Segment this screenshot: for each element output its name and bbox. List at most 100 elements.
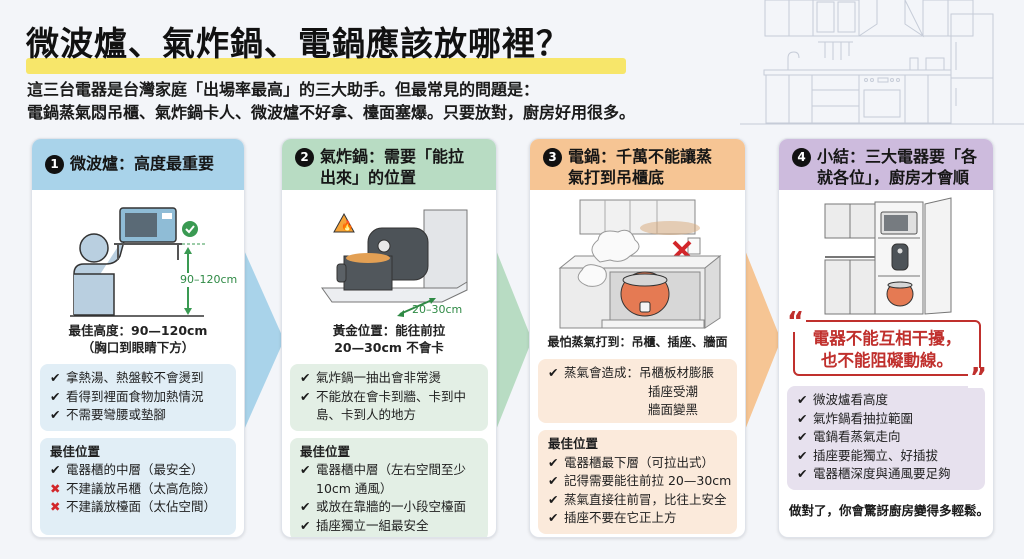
check-icon: ✔ [50, 407, 61, 422]
position-item: ✔ 插座獨立一組最安全 [300, 517, 480, 536]
caption-line: 黃金位置：能往前拉 [332, 323, 446, 338]
summary-item: ✔ 電鍋看蒸氣走向 [797, 428, 977, 447]
benefits-box: ✔ 氣炸鍋一抽出會非常燙 ✔不能放在會卡到牆、卡到中 島、卡到人的地方 [290, 364, 488, 431]
effect-item: ✔蒸氣會造成：吊櫃板材膨脹 [548, 364, 729, 383]
cross-icon: ✖ [50, 499, 61, 514]
arrow-icon [244, 250, 284, 430]
check-icon: ✔ [797, 392, 808, 407]
position-item: ✔ 電器櫃中層（左右空間至少 [300, 461, 480, 480]
item-text: 拿熱湯、熱盤較不會燙到 [66, 370, 204, 385]
air-fryer-icon: 🔥 [321, 209, 468, 317]
item-text: 或放在靠牆的一小段空檯面 [316, 499, 467, 514]
check-icon: ✔ [50, 462, 61, 477]
item-text: 插座不要在它正上方 [564, 510, 677, 525]
effect-item-continued: 插座受潮 [648, 383, 699, 399]
position-item: ✔ 記得需要能往前拉 20—30cm [548, 472, 732, 491]
position-item: ✖不建議放檯面（太佔空間） [50, 498, 228, 517]
item-text: 氣炸鍋看抽拉範圍 [813, 410, 914, 426]
check-icon: ✔ [548, 454, 559, 470]
item-text: 電器櫃最下層（可拉出式） [564, 454, 715, 470]
open-quote-icon: “ [785, 307, 807, 337]
appliance-cabinet-icon [824, 197, 952, 315]
item-text: 插座要能獨立、好插拔 [813, 447, 939, 463]
item-text: 看得到裡面食物加熱情況 [66, 388, 204, 404]
check-icon: ✔ [797, 466, 808, 481]
item-text: 蒸氣直接往前冒，比往上安全 [564, 491, 727, 507]
item-text: 電器櫃深度與通風要足夠 [813, 466, 951, 481]
best-position-heading: 最佳位置 [50, 443, 101, 459]
benefit-item: ✔ 看得到裡面食物加熱情況 [50, 388, 228, 407]
check-icon: ✔ [797, 410, 808, 426]
summary-item: ✔ 微波爐看高度 [797, 391, 977, 410]
rice-cooker-illustration [530, 190, 745, 340]
card-title-line-2: 就各位」，廚房才會順 [817, 168, 970, 187]
step-number-badge: 3 [543, 148, 562, 167]
check-icon: ✔ [548, 473, 559, 488]
summary-item: ✔ 電器櫃深度與通風要足夠 [797, 465, 977, 484]
appliance-cabinet-illustration [779, 190, 993, 320]
closing-note: 做對了，你會驚訝廚房變得多輕鬆。 [789, 502, 990, 518]
kitchen-sketch-icon [740, 0, 1024, 125]
check-icon: ✔ [548, 491, 559, 507]
intro-line-2: 電鍋蒸氣悶吊櫃、氣炸鍋卡人、微波爐不好拿、檯面塞爆。只要放對，廚房好用很多。 [27, 103, 636, 122]
benefit-item: ✔ 氣炸鍋一抽出會非常燙 [300, 369, 480, 388]
position-item: ✔ 電器櫃的中層（最安全） [50, 461, 228, 480]
title-highlight [26, 58, 626, 74]
arrow-icon [496, 250, 532, 430]
quote-line: 也不能阻礙動線。 [821, 351, 953, 370]
best-position-heading: 最佳位置 [300, 443, 351, 459]
card-title: 小結：三大電器要「各 [817, 147, 978, 166]
summary-item: ✔插座要能獨立、好插拔 [797, 447, 977, 466]
caption-line: 20—30cm 不會卡 [334, 340, 444, 355]
card-title: 微波爐：高度最重要 [70, 154, 215, 173]
card-title-line-2: 氣打到吊櫃底 [568, 168, 665, 187]
item-text: 記得需要能往前拉 20—30cm [564, 473, 732, 488]
check-icon: ✔ [300, 370, 311, 385]
check-icon: ✔ [548, 510, 559, 525]
check-icon: ✔ [50, 388, 61, 404]
position-item-continued: 10cm 通風） [316, 480, 393, 496]
title-block: 微波爐、氣炸鍋、電鍋應該放哪裡？ [26, 22, 626, 74]
benefit-item: ✔不能放在會卡到牆、卡到中 [300, 388, 480, 407]
item-text: 插座獨立一組最安全 [316, 517, 429, 533]
card-caption: 黃金位置：能往前拉 20—30cm 不會卡 [282, 322, 496, 356]
item-text: 電器櫃的中層（最安全） [66, 462, 204, 477]
microwave-height-illustration: 90–120cm [32, 190, 244, 322]
key-message-quote: “ 電器不能互相干擾， 也不能阻礙動線。 ” [785, 309, 989, 391]
item-text: 微波爐看高度 [813, 392, 889, 407]
benefit-item-continued: 島、卡到人的地方 [316, 407, 417, 422]
position-item: ✔或放在靠牆的一小段空檯面 [300, 498, 480, 517]
check-icon: ✔ [797, 429, 808, 444]
summary-item: ✔ 氣炸鍋看抽拉範圍 [797, 410, 977, 429]
benefit-item: ✔不需要彎腰或墊腳 [50, 406, 228, 425]
quote-line: 電器不能互相干擾， [812, 329, 962, 348]
item-text: 電鍋看蒸氣走向 [813, 429, 901, 444]
check-icon: ✔ [300, 517, 311, 533]
caption-line: （胸口到眼睛下方） [81, 340, 195, 355]
summary-box: ✔微波爐看高度 ✔氣炸鍋看抽拉範圍 ✔電鍋看蒸氣走向 ✔插座要能獨立、好插拔 ✔… [787, 386, 985, 490]
height-measure-label: 90–120cm [180, 273, 238, 286]
intro-line-1: 這三台電器是台灣家庭「出場率最高」的三大助手。但最常見的問題是： [27, 80, 540, 99]
check-icon: ✔ [300, 462, 311, 477]
item-text: 電器櫃中層（左右空間至少 [316, 462, 467, 477]
benefits-box: ✔ 拿熱湯、熱盤較不會燙到 ✔ 看得到裡面食物加熱情況 ✔不需要彎腰或墊腳 [40, 364, 236, 431]
item-text: 不能放在會卡到牆、卡到中 [316, 388, 467, 404]
best-position-heading: 最佳位置 [548, 436, 599, 451]
position-item: ✔ 電器櫃最下層（可拉出式） [548, 454, 729, 473]
air-fryer-illustration: 🔥 20–30cm [282, 190, 496, 322]
position-item: ✖不建議放吊櫃（太高危險） [50, 480, 228, 499]
item-text: 不建議放吊櫃（太高危險） [66, 480, 217, 496]
person-microwave-icon [70, 207, 237, 317]
item-text: 氣炸鍋一抽出會非常燙 [316, 370, 442, 385]
card-title: 電鍋：千萬不能讓蒸 [568, 147, 713, 166]
position-item: ✔ 蒸氣直接往前冒，比往上安全 [548, 491, 729, 510]
card-title-line-2: 出來」的位置 [320, 168, 417, 187]
rice-cooker-steam-icon [558, 199, 722, 329]
page-title: 微波爐、氣炸鍋、電鍋應該放哪裡？ [26, 24, 570, 63]
